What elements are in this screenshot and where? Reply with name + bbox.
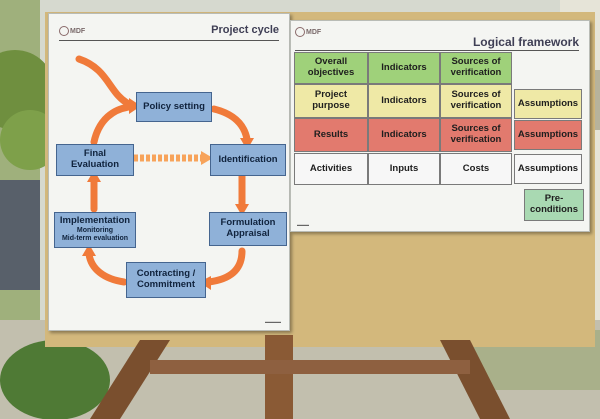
cell-line: Assumptions	[517, 162, 579, 174]
cell-line: conditions	[529, 204, 579, 215]
contracting-box: Contracting / Commitment	[126, 262, 206, 298]
cell-line: Sources of	[451, 89, 501, 101]
title-rule	[59, 40, 279, 41]
lf-sources-2: Sources of verification	[440, 84, 512, 118]
formulation-appraisal-box: Formulation Appraisal	[209, 212, 287, 246]
cell-line: objectives	[307, 67, 355, 78]
lf-results: Results	[294, 118, 368, 152]
cell-line: Assumptions	[517, 128, 579, 140]
logo-text: MDF	[306, 28, 322, 36]
final-evaluation-box: Final Evaluation	[56, 144, 134, 176]
cell-line: verification	[450, 67, 502, 78]
logical-framework-poster: MDF Logical framework Overall objectives…	[290, 20, 590, 232]
identification-box: Identification	[210, 144, 286, 176]
title-rule	[295, 50, 579, 51]
logo-text: MDF	[70, 27, 86, 35]
evaluation-label: Evaluation	[70, 159, 120, 170]
cell-line: verification	[450, 134, 502, 145]
lf-indicators-2: Indicators	[368, 84, 440, 118]
cell-line: Indicators	[381, 94, 427, 106]
lf-activities: Activities	[294, 153, 368, 185]
lf-assumptions-2: Assumptions	[514, 89, 582, 119]
identification-label: Identification	[218, 153, 278, 165]
project-cycle-poster: MDF Project cycle Policy setting I	[48, 13, 290, 331]
cycle-arrows	[75, 55, 254, 290]
cell-line: Project	[314, 89, 348, 101]
cell-line: Indicators	[381, 61, 427, 73]
implementation-label: Implementation	[59, 215, 131, 227]
contracting-label: Contracting /	[136, 268, 196, 280]
lf-sources-3: Sources of verification	[440, 118, 512, 152]
formulation-label: Formulation	[220, 217, 276, 229]
final-label: Final	[83, 148, 107, 160]
lf-preconditions: Pre- conditions	[524, 189, 584, 221]
lf-assumptions-4: Assumptions	[514, 154, 582, 184]
cell-line: purpose	[312, 100, 350, 111]
cell-line: Sources of	[451, 123, 501, 135]
lf-indicators-1: Indicators	[368, 52, 440, 84]
mdf-logo-icon: MDF	[59, 26, 85, 36]
lf-indicators-3: Indicators	[368, 118, 440, 152]
cell-line: Assumptions	[517, 97, 579, 109]
project-cycle-title: Project cycle	[211, 24, 279, 36]
poster-footnote: ▬▬▬▬	[265, 319, 281, 324]
commitment-label: Commitment	[136, 279, 196, 290]
cell-line: verification	[450, 100, 502, 111]
cell-line: Results	[313, 128, 349, 140]
cell-line: Activities	[309, 162, 353, 174]
policy-setting-box: Policy setting	[136, 92, 212, 122]
midterm-label: Mid-term evaluation	[61, 235, 129, 243]
cell-line: Indicators	[381, 128, 427, 140]
lf-assumptions-3: Assumptions	[514, 120, 582, 150]
lf-overall-objectives: Overall objectives	[294, 52, 368, 84]
poster-footnote: ▬▬▬	[297, 222, 309, 227]
lf-sources-1: Sources of verification	[440, 52, 512, 84]
cell-line: Costs	[462, 162, 490, 174]
cycle-arrow-icon	[129, 98, 141, 114]
cell-line: Pre-	[544, 193, 564, 205]
monitoring-label: Monitoring	[76, 227, 114, 235]
lf-inputs: Inputs	[368, 153, 440, 185]
cell-line: Overall	[314, 56, 348, 68]
cell-line: Sources of	[451, 56, 501, 68]
lf-costs: Costs	[440, 153, 512, 185]
cell-line: Inputs	[389, 162, 419, 174]
policy-setting-label: Policy setting	[143, 100, 205, 112]
logical-framework-title: Logical framework	[472, 35, 579, 49]
lf-project-purpose: Project purpose	[294, 84, 368, 118]
mdf-logo-icon: MDF	[295, 27, 321, 37]
implementation-box: Implementation Monitoring Mid-term evalu…	[54, 212, 136, 248]
appraisal-label: Appraisal	[226, 228, 270, 239]
